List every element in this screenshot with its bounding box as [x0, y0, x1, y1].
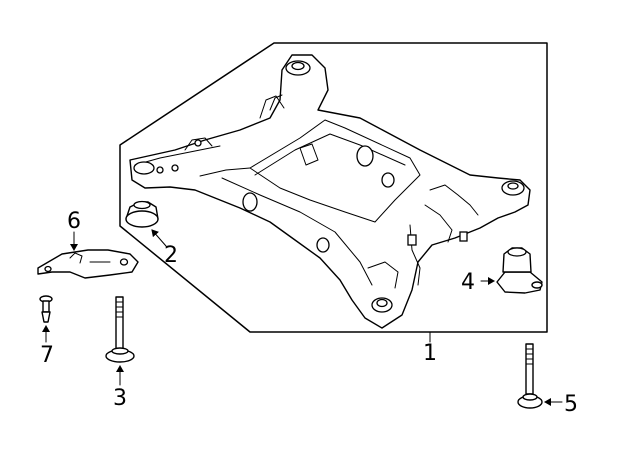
bolt-part-3: [105, 296, 135, 363]
bolt-part-5: [517, 343, 543, 409]
callout-1: 1: [423, 341, 437, 366]
callout-6: 6: [67, 209, 81, 234]
callout-2: 2: [164, 243, 178, 268]
bushing-part-4: [496, 247, 543, 294]
subframe-part-1: [129, 54, 531, 329]
callout-4: 4: [461, 270, 475, 295]
callout-5: 5: [564, 392, 578, 417]
callout-7: 7: [40, 343, 54, 368]
callout-3: 3: [113, 386, 127, 411]
bracket-part-6: [37, 249, 139, 279]
assembly-boundary: [119, 42, 548, 333]
leader-arrow-2: [151, 229, 167, 247]
bushing-part-2: [125, 200, 159, 228]
clip-part-7: [39, 295, 53, 323]
